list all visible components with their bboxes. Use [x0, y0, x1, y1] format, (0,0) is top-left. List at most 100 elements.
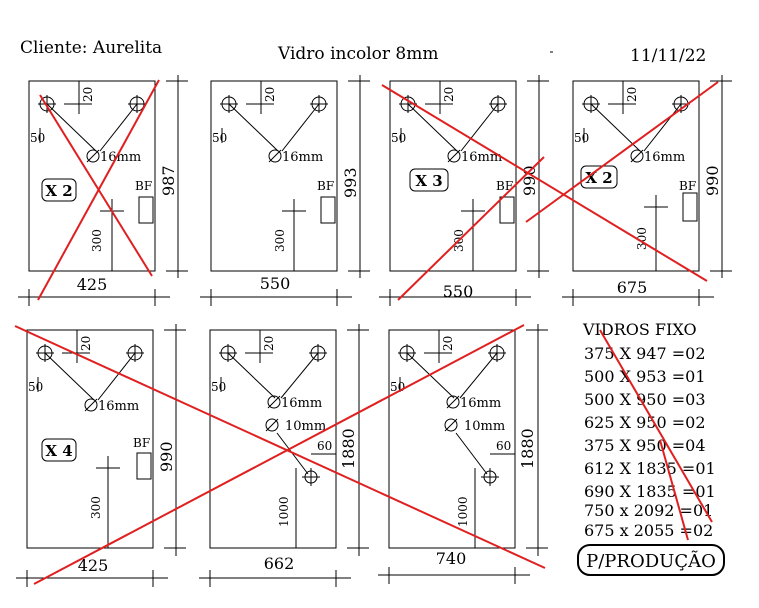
- panel-outline: [389, 80, 517, 272]
- hole-diameter-label: 16mm: [460, 396, 501, 411]
- height-dimension-line: [164, 324, 186, 556]
- dimension-top-label: 20: [263, 87, 277, 102]
- panel-outline: [210, 80, 338, 272]
- quantity-label: X 2: [45, 182, 72, 200]
- hole-diameter-label: 16mm: [98, 399, 139, 414]
- height-label: 990: [520, 165, 539, 196]
- height-label: 1880: [339, 428, 358, 469]
- panel-outline: [572, 80, 700, 272]
- leader-line: [455, 432, 488, 475]
- height-label: 993: [341, 167, 360, 198]
- leader-line: [99, 103, 138, 152]
- glass-panel-2: 20 50 16mm BF 300 550 993: [200, 75, 370, 306]
- diameter-symbol: [444, 418, 458, 432]
- dimension-top: [64, 81, 92, 114]
- width-dimension-line: [199, 570, 351, 587]
- dimension-bottom-label: 300: [273, 229, 287, 252]
- dimension-side-label: 60: [496, 439, 511, 453]
- lock-label: BF: [496, 179, 513, 193]
- dimension-bottom-label: 300: [90, 229, 104, 252]
- cut-list-item: 625 X 950 =02: [584, 413, 706, 432]
- width-label: 550: [443, 282, 474, 301]
- dimension-bottom-label: 1000: [277, 496, 291, 527]
- diameter-symbol: [446, 395, 460, 409]
- quantity-badge: [41, 438, 77, 462]
- width-dimension-line: [378, 567, 530, 584]
- drawing-date: 11/11/22: [630, 46, 706, 66]
- leader-line: [460, 103, 499, 152]
- width-dimension-line: [16, 570, 168, 587]
- glass-panel-1: 20 50 16mm X 2 BF 300 425 987: [18, 75, 188, 306]
- rejection-cross: [14, 325, 546, 569]
- width-label: 425: [78, 556, 109, 575]
- small-hole-diameter-label: 10mm: [464, 419, 505, 434]
- lock-cutout: [320, 196, 336, 224]
- cut-list-title: VIDROS FIXO: [582, 320, 697, 339]
- cut-list-item: 500 X 953 =01: [584, 367, 706, 386]
- cut-list-item: 690 X 1835 =01: [584, 482, 716, 501]
- rejection-cross: [599, 329, 713, 523]
- height-label: 990: [157, 441, 176, 472]
- handle-hole: [481, 468, 499, 486]
- glass-panel-3: 20 50 16mm X 3 BF 300 550 990: [379, 75, 549, 306]
- cut-list-item: 375 X 950 =04: [584, 436, 706, 455]
- height-dimension-line: [710, 75, 732, 278]
- height-label: 990: [703, 165, 722, 196]
- handle-hole: [302, 468, 320, 486]
- lock-cutout: [138, 196, 154, 224]
- dimension-top-label: 20: [262, 336, 276, 351]
- diameter-symbol: [86, 149, 100, 163]
- dimension-top: [608, 81, 636, 114]
- height-dimension-line: [527, 75, 549, 278]
- panel-outline: [388, 329, 516, 549]
- height-label: 987: [159, 165, 178, 196]
- dimension-top-label: 20: [441, 336, 455, 351]
- height-dimension-line: [348, 75, 370, 278]
- leader-line: [227, 352, 276, 399]
- glass-panel-7: 20 50 16mm 10mm 60 1000 740 1880: [378, 324, 548, 584]
- material-title: Vidro incolor 8mm: [277, 44, 438, 64]
- dimension-side-label: 60: [317, 439, 332, 453]
- diameter-symbol: [265, 418, 279, 432]
- cut-list-item: 612 X 1835 =01: [584, 459, 716, 478]
- leader-line: [97, 352, 136, 401]
- hole-diameter-label: 16mm: [461, 150, 502, 165]
- width-label: 425: [77, 275, 108, 294]
- lock-label: BF: [317, 179, 334, 193]
- quantity-label: X 2: [585, 169, 612, 187]
- dimension-top-label: 20: [79, 336, 93, 351]
- diameter-symbol: [447, 149, 461, 163]
- cut-list-item: 675 x 2055 =02: [584, 521, 713, 540]
- dimension-top-label: 20: [442, 87, 456, 102]
- dimension-top: [245, 330, 273, 363]
- cut-list-item: 750 x 2092 =01: [584, 501, 713, 520]
- hole-diameter-label: 16mm: [281, 396, 322, 411]
- dimension-bottom-label: 300: [89, 496, 103, 519]
- width-label: 550: [260, 274, 291, 293]
- dimension-left-label: 50: [30, 131, 45, 145]
- dimension-top: [425, 81, 453, 114]
- quantity-label: X 3: [415, 172, 442, 190]
- diameter-symbol: [84, 398, 98, 412]
- rejection-cross: [659, 439, 689, 541]
- panel-outline: [28, 80, 156, 272]
- diameter-symbol: [267, 395, 281, 409]
- quantity-badge: [409, 168, 449, 192]
- lock-cutout: [499, 196, 515, 224]
- production-label: P/PRODUÇÃO: [586, 550, 716, 572]
- width-dimension-line: [200, 289, 352, 306]
- cut-list: VIDROS FIXO 375 X 947 =02 500 X 953 =01 …: [582, 320, 716, 541]
- width-label: 662: [264, 554, 295, 573]
- center-mark: [461, 199, 485, 271]
- height-label: 1880: [518, 428, 537, 469]
- hole-diameter-label: 16mm: [100, 150, 141, 165]
- leader-line: [643, 103, 682, 152]
- client-name: Cliente: Aurelita: [20, 38, 162, 58]
- center-mark: [644, 195, 668, 271]
- rejection-cross: [33, 324, 525, 585]
- dimension-top: [246, 81, 274, 114]
- dimension-top: [424, 330, 452, 363]
- dimension-left-label: 50: [574, 131, 589, 145]
- small-hole-diameter-label: 10mm: [285, 419, 326, 434]
- glass-panel-4: 20 50 16mm X 2 BF 300 675 990: [381, 75, 732, 306]
